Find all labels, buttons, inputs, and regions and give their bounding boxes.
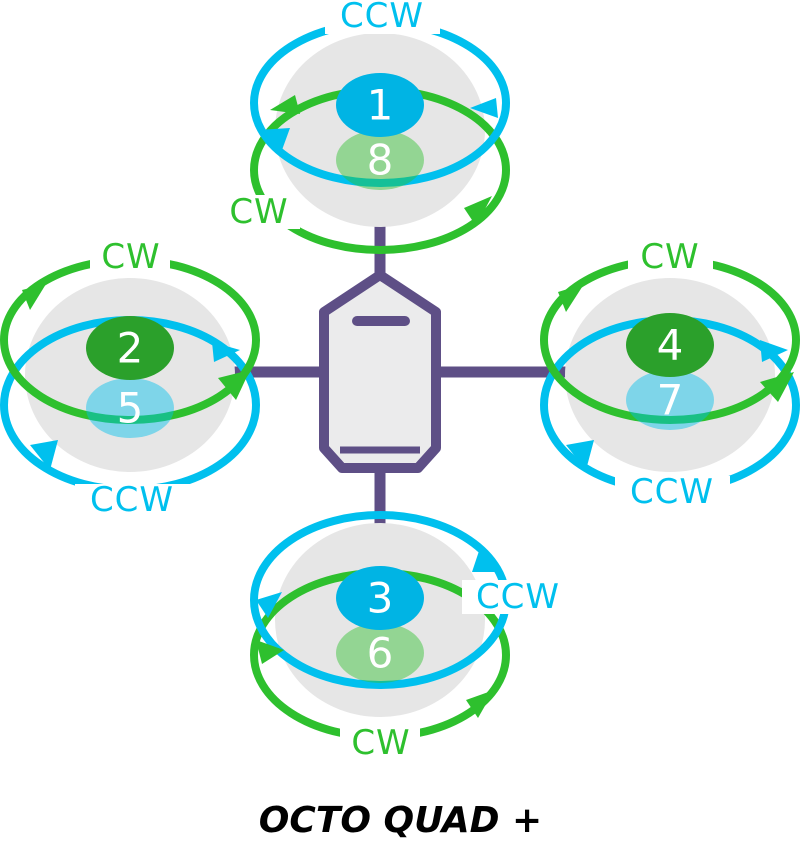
ccw-arrow-icon — [30, 440, 58, 470]
motor-badge-bottom — [86, 378, 174, 438]
motor-number-1: 1 — [367, 81, 394, 130]
motor-pod-left: 2 5 CW CCW — [0, 237, 260, 520]
direction-label-cw: CW — [101, 237, 160, 277]
motor-pod-rear: 3 6 CCW CW — [250, 511, 572, 763]
motor-badge-top — [626, 313, 714, 377]
motor-badge-top — [336, 566, 424, 630]
cw-arrow-icon — [464, 196, 492, 226]
direction-label-cw: CW — [351, 723, 410, 763]
direction-label-cw: CW — [640, 237, 699, 277]
controller-housing — [319, 270, 441, 473]
label-mask — [628, 240, 713, 274]
cw-arrow-icon — [760, 372, 794, 402]
direction-label-ccw: CCW — [340, 0, 424, 36]
motor-number-4: 4 — [657, 321, 684, 370]
direction-label-ccw: CCW — [90, 480, 174, 520]
motor-badge-top — [336, 73, 424, 137]
motor-pod-front: 1 8 CCW CW — [220, 0, 510, 254]
ccw-arrow-icon — [472, 548, 500, 572]
label-mask — [615, 476, 730, 510]
motor-number-2: 2 — [117, 324, 144, 373]
label-mask — [220, 195, 300, 229]
motor-badge-bottom — [336, 130, 424, 190]
motor-badge-bottom — [626, 370, 714, 430]
ccw-arrow-icon — [566, 440, 594, 470]
motor-badge-bottom — [336, 623, 424, 683]
motor-badge-top — [86, 316, 174, 380]
motor-pod-right: 4 7 CW CCW — [540, 237, 800, 512]
direction-label-cw: CW — [229, 192, 288, 232]
diagram-title: OCTO QUAD + — [258, 800, 543, 841]
ccw-arrow-icon — [258, 128, 290, 150]
direction-label-ccw: CCW — [630, 472, 714, 512]
motor-number-8: 8 — [367, 136, 394, 185]
label-mask — [75, 484, 190, 518]
motor-number-5: 5 — [117, 384, 144, 433]
cw-arrow-icon — [466, 690, 494, 718]
direction-label-ccw: CCW — [476, 577, 560, 617]
label-mask — [325, 0, 440, 34]
flight-controller-body — [319, 270, 441, 473]
cw-arrow-icon — [22, 284, 46, 310]
label-mask — [340, 726, 420, 760]
ccw-arrow-icon — [256, 592, 282, 618]
motor-number-7: 7 — [657, 376, 684, 425]
cw-arrow-icon — [270, 95, 300, 114]
label-mask — [462, 580, 572, 614]
ccw-arrow-icon — [470, 98, 498, 118]
label-mask — [90, 240, 170, 274]
ccw-arrow-icon — [212, 342, 240, 362]
cw-arrow-icon — [558, 284, 584, 312]
cw-arrow-icon — [218, 370, 250, 400]
frame-diagram-svg: 1 8 CCW CW 2 5 CW CCW 4 7 — [0, 0, 800, 763]
ccw-arrow-icon — [760, 340, 788, 362]
cw-arrow-icon — [256, 640, 284, 664]
motor-number-6: 6 — [367, 629, 394, 678]
motor-number-3: 3 — [367, 574, 394, 623]
